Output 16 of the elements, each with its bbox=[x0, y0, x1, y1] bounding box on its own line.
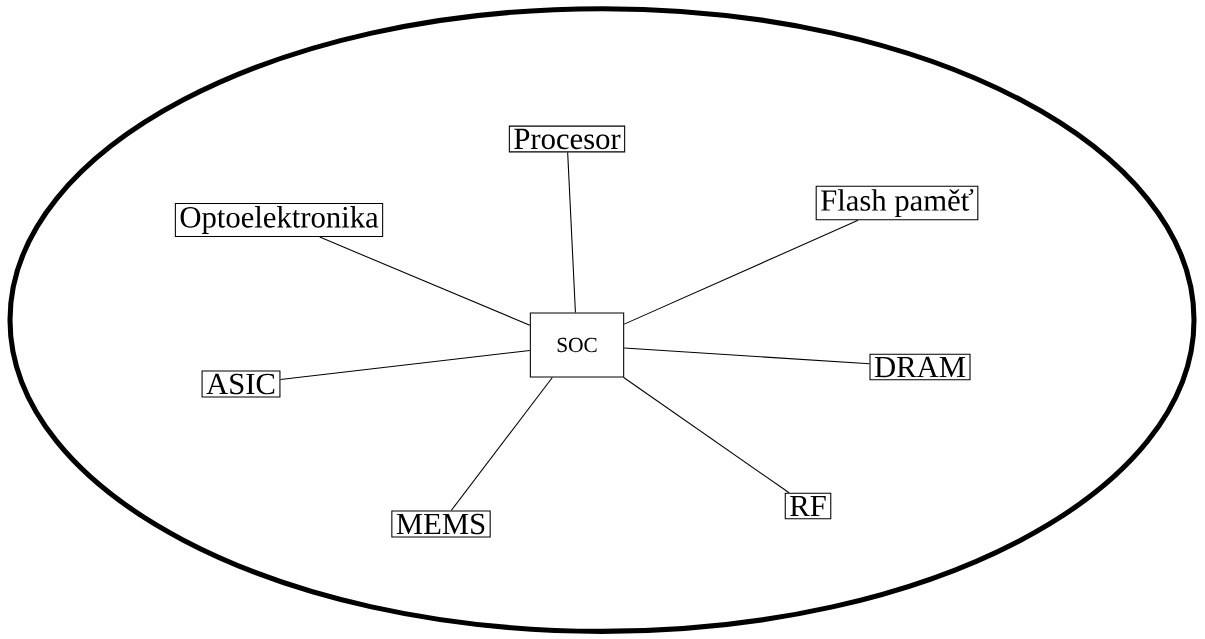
label-box: Optoelektronika bbox=[174, 202, 384, 238]
connector-line bbox=[623, 347, 870, 365]
label-box: MEMS bbox=[391, 510, 491, 538]
connector-line bbox=[623, 219, 859, 325]
label-box: Flash paměť bbox=[815, 185, 979, 221]
label-box: SOC bbox=[529, 312, 625, 378]
connector-line bbox=[319, 236, 531, 326]
ellipse-outline bbox=[7, 6, 1197, 634]
connector-line bbox=[279, 349, 531, 380]
connector-line bbox=[450, 377, 553, 512]
label-box: RF bbox=[784, 492, 832, 520]
label-box: ASIC bbox=[201, 370, 281, 398]
connector-line bbox=[623, 377, 790, 494]
connector-line bbox=[567, 151, 576, 313]
label-box: Procesor bbox=[508, 125, 626, 153]
label-box: DRAM bbox=[869, 353, 971, 381]
